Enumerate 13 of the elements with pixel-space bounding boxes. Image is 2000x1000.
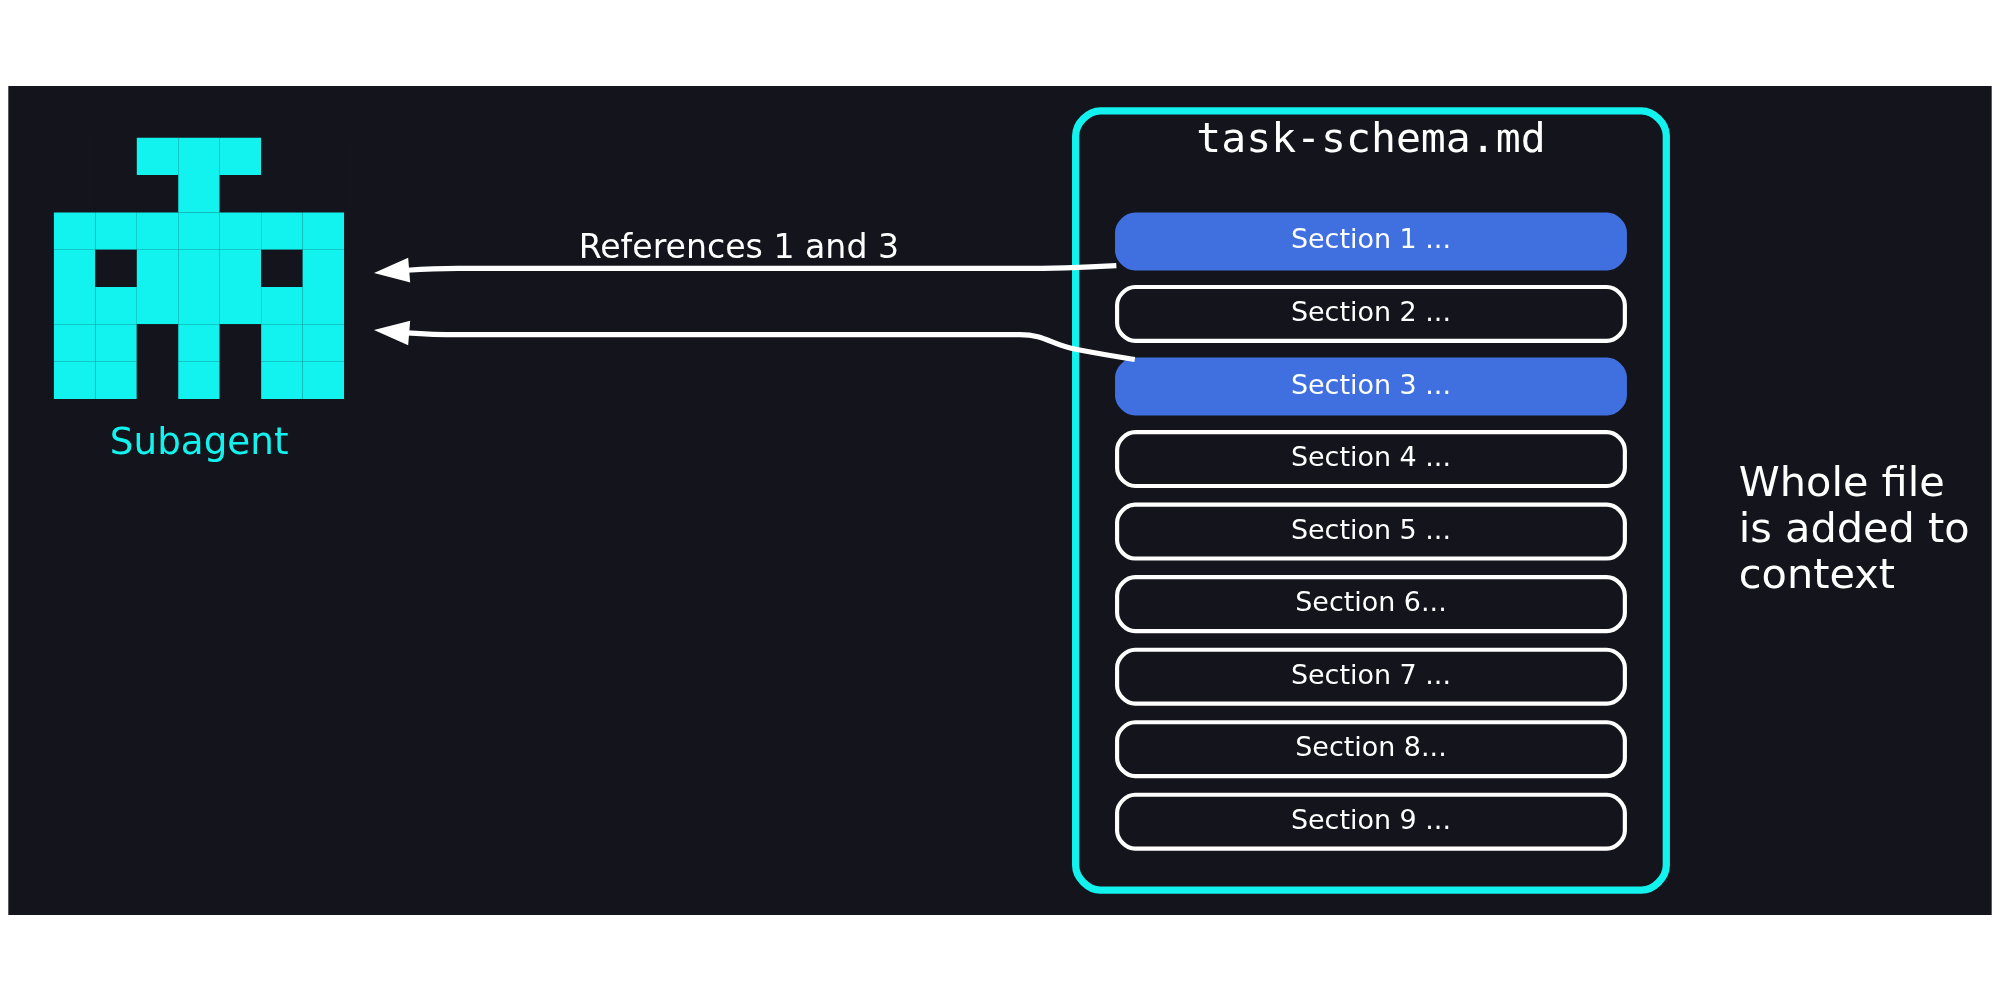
arrow (374, 257, 1117, 282)
node-box: Section 3 ... (1115, 357, 1627, 416)
node-label: Subagent (109, 418, 289, 463)
node-box: Section 6... (1115, 574, 1627, 633)
node-box: Section 7 ... (1115, 647, 1627, 706)
edge-label: References 1 and 3 (578, 226, 900, 266)
node-box: Section 1 ... (1115, 211, 1627, 270)
node-box: Section 2 ... (1115, 284, 1627, 343)
node-box: Section 4 ... (1115, 429, 1627, 488)
node-box: Section 8... (1115, 719, 1627, 778)
node-box: Section 5 ... (1115, 502, 1627, 561)
node-box: Section 9 ... (1115, 792, 1627, 851)
node-label: Whole file is added to context (1738, 457, 1970, 598)
